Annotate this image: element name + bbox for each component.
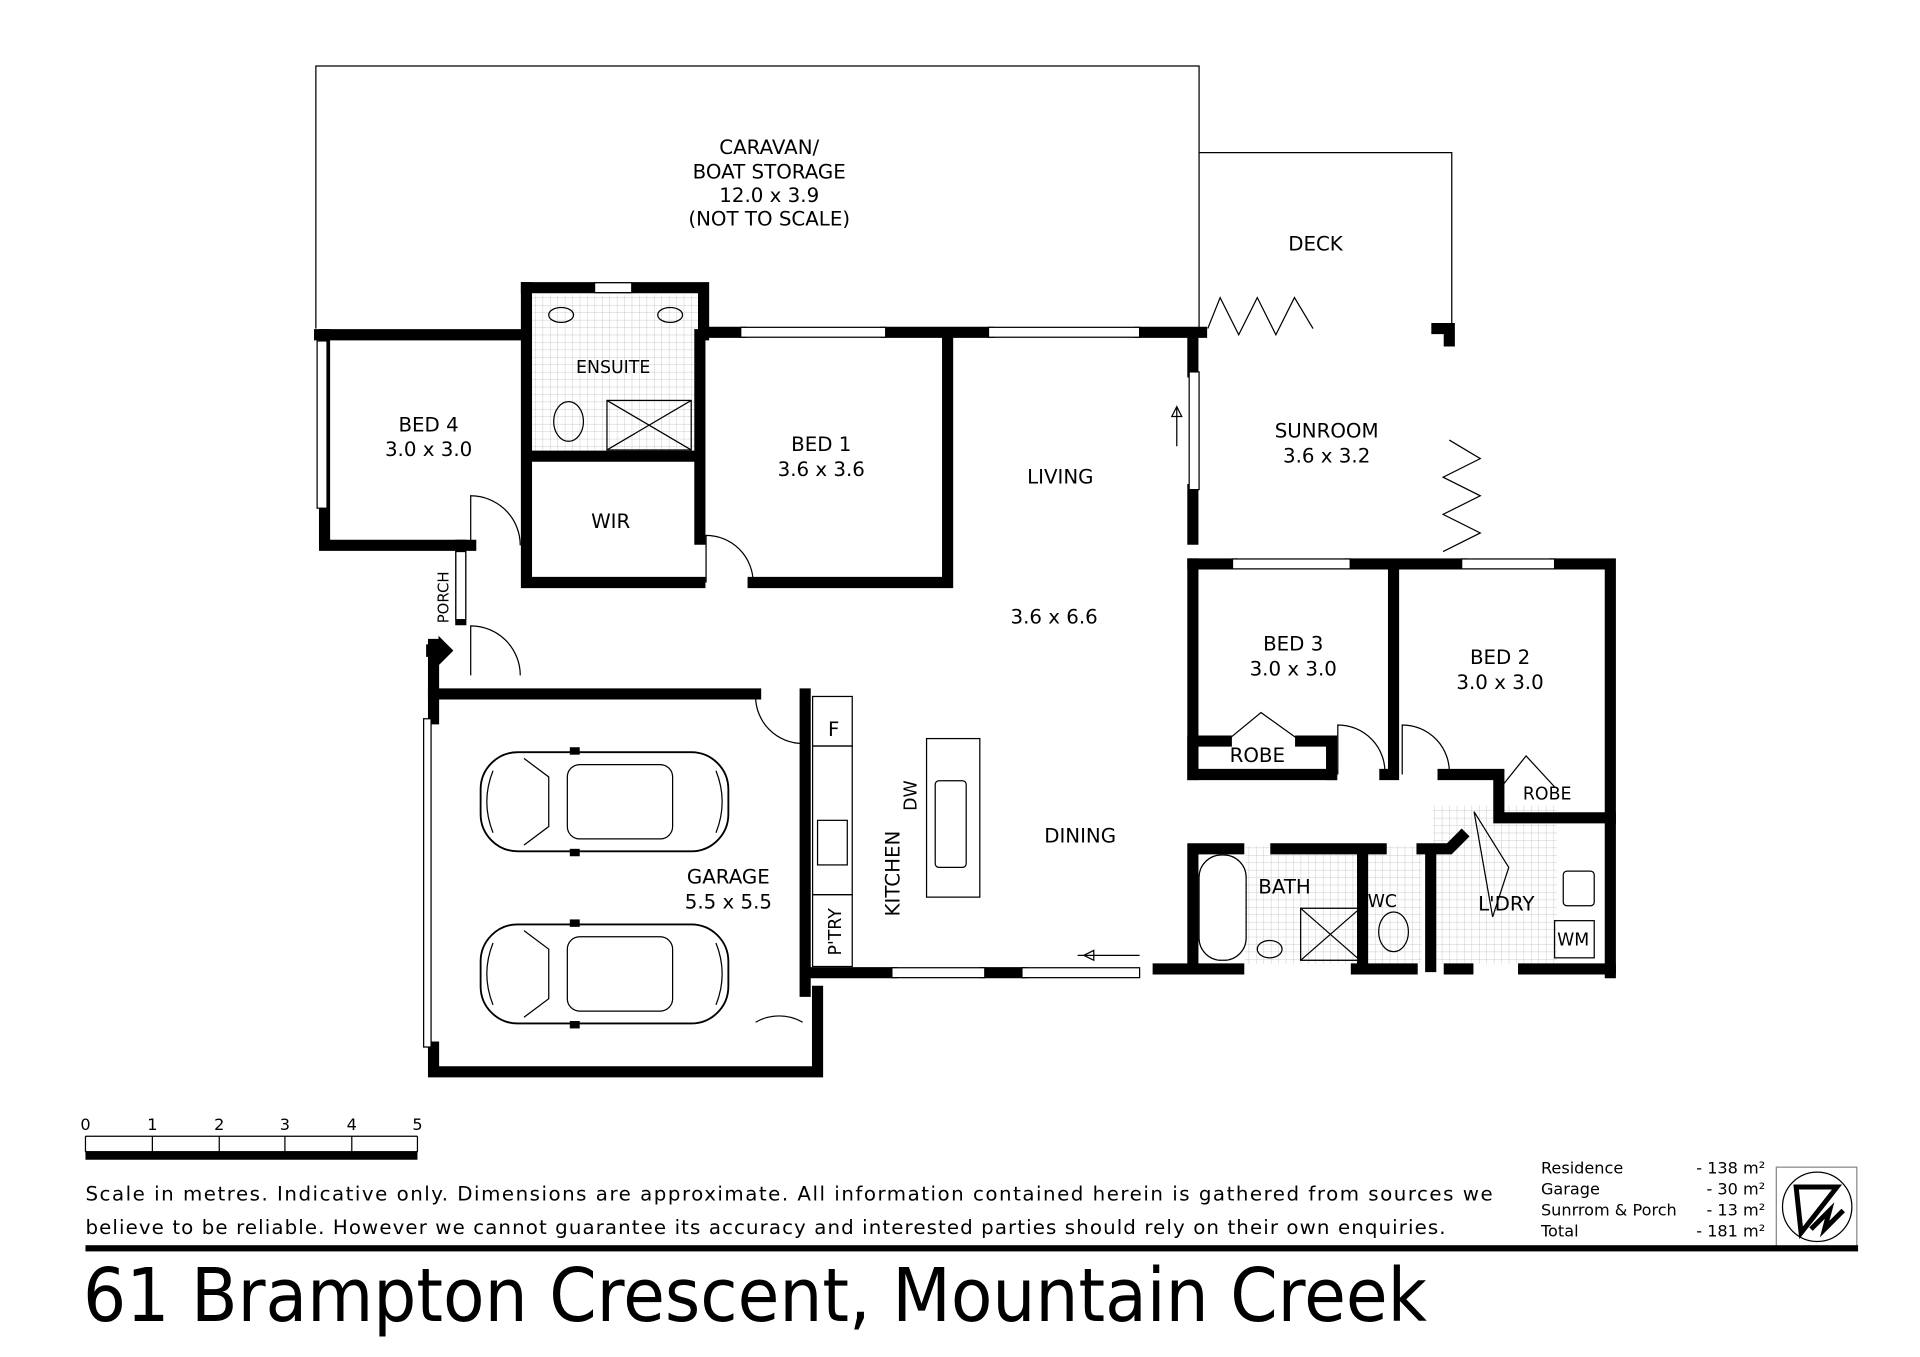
wir-label: WIR: [591, 510, 630, 533]
bed2-label: BED 2: [1470, 646, 1530, 669]
bed4-label: BED 4: [398, 413, 458, 436]
sunroom-label: SUNROOM: [1275, 420, 1379, 443]
fridge-label: F: [828, 718, 839, 741]
sunroom-size: 3.6 x 3.2: [1283, 444, 1370, 467]
north-arrow-icon: [1775, 1166, 1858, 1248]
bed3-size: 3.0 x 3.0: [1250, 657, 1337, 680]
disclaimer-line: believe to be reliable. However we canno…: [85, 1216, 1445, 1239]
area-value: - 138 m²: [1696, 1158, 1765, 1177]
disclaimer-line: Scale in metres. Indicative only. Dimens…: [85, 1183, 1492, 1206]
kitchen-label: KITCHEN: [881, 831, 904, 917]
walls: [314, 282, 1616, 1078]
divider: [85, 1245, 1859, 1252]
area-label: Total: [1540, 1222, 1579, 1241]
property-address: 61 Brampton Crescent, Mountain Creek: [83, 1252, 1427, 1339]
scale-tick: 4: [347, 1115, 357, 1134]
bed4-size: 3.0 x 3.0: [385, 438, 472, 461]
pantry-label: P'TRY: [826, 908, 846, 956]
deck-outline: [1199, 152, 1453, 335]
area-value: - 13 m²: [1707, 1200, 1766, 1219]
wc-tiles: [1366, 846, 1423, 965]
living-size: 3.6 x 6.6: [1011, 605, 1098, 628]
entry-arrow-icon: [426, 635, 454, 666]
windows: [316, 282, 1556, 1048]
doors: [470, 296, 1556, 1023]
laundry-tiles: [1433, 805, 1558, 965]
bath-tiles: [1244, 846, 1363, 965]
caravan-label: BOAT STORAGE: [693, 161, 846, 184]
area-value: - 181 m²: [1696, 1222, 1765, 1241]
garage-size: 5.5 x 5.5: [685, 890, 772, 913]
garage-label: GARAGE: [687, 866, 770, 889]
area-summary: Residence - 138 m² Garage - 30 m² Sunrro…: [1540, 1158, 1765, 1240]
wc-label: WC: [1368, 892, 1397, 912]
bed3-label: BED 3: [1263, 633, 1323, 656]
laundry-label: L'DRY: [1478, 893, 1535, 916]
car-icon: [479, 918, 730, 1030]
area-label: Sunrrom & Porch: [1541, 1200, 1677, 1219]
scale-bar: 0 1 2 3 4 5: [80, 1115, 423, 1160]
bath-label: BATH: [1258, 875, 1311, 898]
area-label: Residence: [1541, 1158, 1623, 1177]
scale-tick: 2: [214, 1115, 224, 1134]
scale-tick: 1: [147, 1115, 157, 1134]
ensuite-tiles: [532, 295, 700, 452]
scale-tick: 0: [80, 1115, 90, 1134]
caravan-label: CARAVAN/: [719, 136, 819, 159]
scale-tick: 5: [412, 1115, 422, 1134]
caravan-storage-outline: [315, 65, 1200, 329]
porch-label: PORCH: [434, 571, 452, 623]
deck-label: DECK: [1288, 233, 1344, 256]
bed3-robe-label: ROBE: [1230, 744, 1285, 767]
bed2-robe-label: ROBE: [1523, 784, 1572, 804]
area-label: Garage: [1541, 1179, 1600, 1198]
washing-machine-label: WM: [1557, 930, 1589, 950]
car-icon: [479, 746, 730, 858]
caravan-note: (NOT TO SCALE): [688, 208, 850, 231]
area-value: - 30 m²: [1707, 1179, 1766, 1198]
ensuite-label: ENSUITE: [576, 358, 650, 378]
living-label: LIVING: [1027, 465, 1093, 488]
room-labels: CARAVAN/ BOAT STORAGE 12.0 x 3.9 (NOT TO…: [385, 136, 1589, 956]
caravan-size: 12.0 x 3.9: [719, 184, 819, 207]
bed2-size: 3.0 x 3.0: [1456, 671, 1543, 694]
bed1-size: 3.6 x 3.6: [778, 458, 865, 481]
bed1-label: BED 1: [791, 433, 851, 456]
scale-tick: 3: [280, 1115, 290, 1134]
dishwasher-label: DW: [902, 780, 922, 810]
fixtures: [548, 306, 1595, 968]
dining-label: DINING: [1044, 825, 1116, 848]
